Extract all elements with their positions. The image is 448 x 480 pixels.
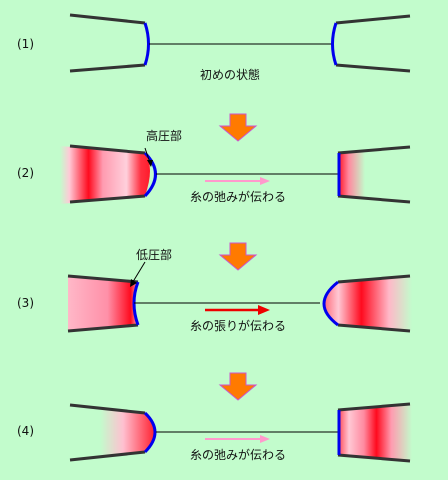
left-pressure-fill <box>100 409 155 456</box>
step-1-label: (1) <box>17 37 34 51</box>
right-cup-bottom-edge <box>337 194 411 204</box>
left-cup-top-edge <box>69 144 146 155</box>
step-4-label: (4) <box>17 424 34 438</box>
left-membrane <box>143 22 150 66</box>
wave-arrow-head <box>258 305 270 315</box>
right-pressure-fill <box>338 152 365 197</box>
right-cup-bottom-edge <box>335 63 411 73</box>
right-cup-top-edge <box>337 274 411 284</box>
right-cup-bottom-edge <box>337 323 411 333</box>
right-cup-bottom-edge <box>337 453 411 463</box>
right-membrane-bulged <box>322 280 339 327</box>
left-cup-top-edge <box>67 274 139 284</box>
wave-arrow-head <box>260 435 270 443</box>
right-cup-top-edge <box>337 145 411 155</box>
callout-pointer-head <box>147 160 153 167</box>
right-pressure-fill <box>324 276 412 331</box>
step-2-callout: 高圧部 <box>146 129 183 143</box>
right-pressure-fill <box>338 404 412 461</box>
left-high-pressure-fill <box>60 146 150 204</box>
left-membrane-bulged <box>143 411 157 454</box>
step-1-figure <box>69 13 411 73</box>
step-down-arrow-3 <box>218 372 258 401</box>
step-4-caption: 糸の弛みが伝わる <box>190 448 287 462</box>
step-3-label: (3) <box>17 296 34 310</box>
right-membrane <box>331 22 338 66</box>
step-down-arrow-2 <box>218 242 258 271</box>
left-cup-bottom-edge <box>67 323 139 333</box>
step-3-figure <box>67 261 412 333</box>
right-cup-top-edge <box>335 14 411 25</box>
left-cup-bottom-edge <box>69 194 146 204</box>
left-cup-bottom-edge <box>69 450 146 462</box>
step-down-arrow-1 <box>218 113 258 142</box>
left-cup-bottom-edge <box>69 63 146 73</box>
left-cup-top-edge <box>69 403 146 415</box>
left-low-pressure-fill <box>68 276 138 331</box>
step-2-figure <box>60 144 411 204</box>
callout-pointer-head <box>130 279 137 287</box>
step-2-caption: 糸の弛みが伝わる <box>190 190 287 204</box>
step-3-caption: 糸の張りが伝わる <box>190 319 287 333</box>
step-1-caption: 初めの状態 <box>200 68 261 82</box>
step-3-callout: 低圧部 <box>136 248 173 262</box>
step-2-label: (2) <box>17 166 34 180</box>
left-cup-top-edge <box>69 13 146 25</box>
step-4-figure <box>69 402 412 463</box>
right-cup-top-edge <box>337 402 411 412</box>
wave-arrow-head <box>260 177 270 185</box>
